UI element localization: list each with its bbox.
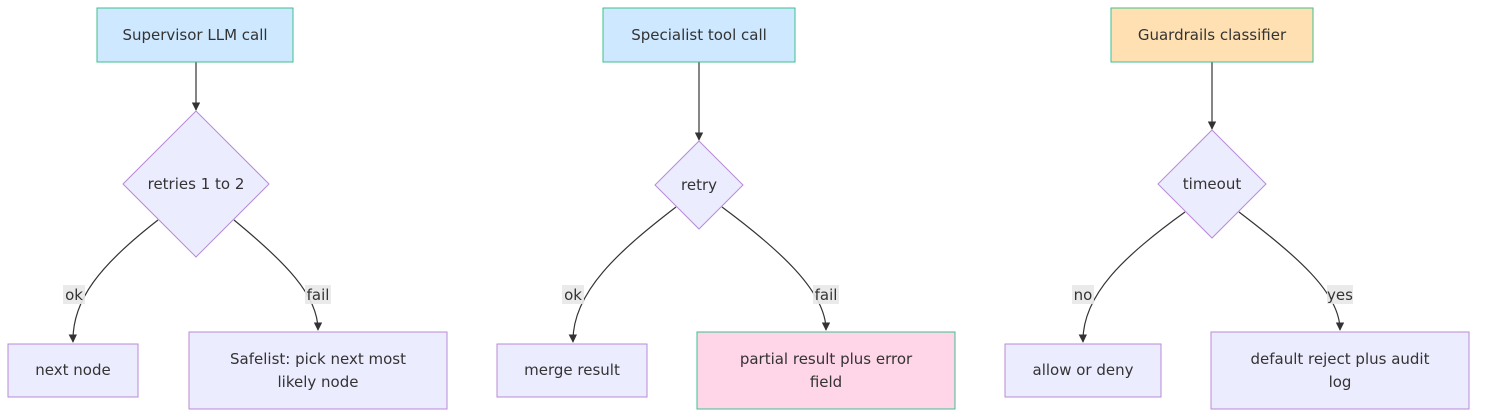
edge-label-right: fail	[305, 285, 331, 304]
start-node-label: Supervisor LLM call	[122, 26, 267, 44]
start-node: Specialist tool call	[602, 7, 796, 63]
edge-label-left: ok	[63, 285, 85, 304]
outcome-left-label: next node	[35, 361, 110, 379]
outcome-right-line-2: log	[1329, 373, 1352, 391]
outcome-right-line-2: field	[810, 373, 842, 391]
outcome-node-left: allow or deny	[1004, 343, 1162, 398]
edge-label-right: fail	[813, 285, 839, 304]
outcome-right-line-2: likely node	[278, 373, 359, 391]
start-node-label: Specialist tool call	[631, 26, 767, 44]
edge-label-left: ok	[562, 285, 584, 304]
flow-supervisor: Supervisor LLM call retries 1 to 2 ok fa…	[7, 7, 448, 410]
edge-label-left-text: ok	[564, 286, 582, 304]
start-node-label: Guardrails classifier	[1138, 26, 1287, 44]
edge-label-left: no	[1072, 285, 1094, 304]
outcome-left-label: merge result	[524, 361, 620, 379]
edge-label-right-text: fail	[815, 286, 838, 304]
edge-label-right-text: fail	[307, 286, 330, 304]
outcome-right-line-1: partial result plus error	[740, 350, 913, 368]
edge-decision-to-right	[721, 206, 831, 331]
decision-node: timeout	[1157, 129, 1267, 239]
flow-specialist: Specialist tool call retry ok fail merge…	[496, 7, 956, 410]
start-node: Guardrails classifier	[1110, 7, 1314, 63]
decision-node: retries 1 to 2	[122, 110, 270, 258]
decision-node-label: timeout	[1183, 175, 1242, 193]
edge-label-left-text: no	[1074, 286, 1093, 304]
edge-decision-to-left	[568, 206, 677, 343]
decision-node: retry	[654, 140, 744, 230]
outcome-right-line-1: default reject plus audit	[1251, 350, 1430, 368]
edge-label-left-text: ok	[65, 286, 83, 304]
outcome-node-right: partial result plus error field	[696, 331, 956, 410]
decision-node-label: retry	[681, 176, 717, 194]
decision-node-label: retries 1 to 2	[148, 175, 245, 193]
outcome-node-right: Safelist: pick next most likely node	[188, 331, 448, 410]
flow-guardrails: Guardrails classifier timeout no yes all…	[1004, 7, 1470, 410]
edge-label-right-text: yes	[1327, 286, 1353, 304]
outcome-node-left: merge result	[496, 343, 648, 398]
outcome-right-line-1: Safelist: pick next most	[230, 350, 406, 368]
edge-decision-to-left	[68, 219, 159, 343]
outcome-node-right: default reject plus audit log	[1210, 331, 1470, 410]
edge-label-right: yes	[1327, 285, 1353, 304]
edge-decision-to-right	[233, 219, 323, 331]
outcome-left-label: allow or deny	[1033, 361, 1134, 379]
edge-decision-to-left	[1078, 211, 1186, 343]
outcome-node-left: next node	[7, 343, 139, 398]
start-node: Supervisor LLM call	[96, 7, 294, 63]
edge-decision-to-right	[1238, 211, 1345, 331]
